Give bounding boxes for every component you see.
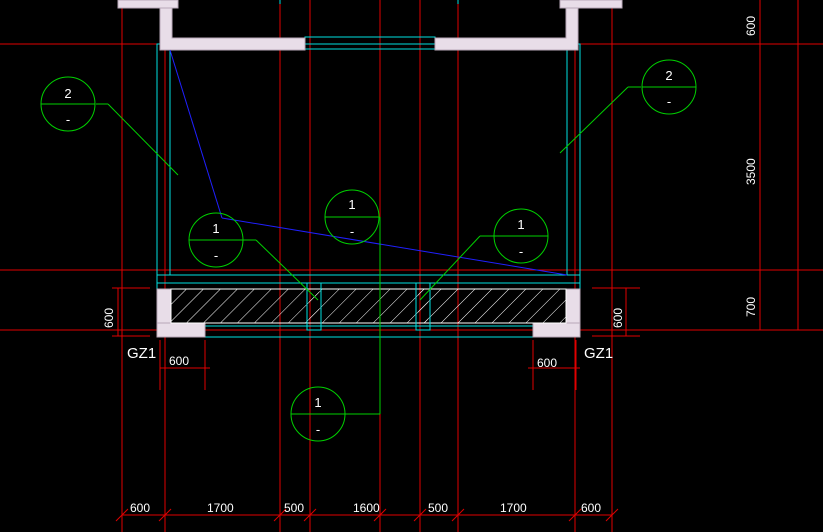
bubble-sub: - [66, 112, 70, 127]
bubble-number: 2 [665, 68, 672, 83]
right-sill-dim: 600 [611, 308, 625, 328]
bubble-number: 2 [64, 86, 71, 101]
leader-lines [96, 86, 641, 415]
bubble-number: 1 [348, 197, 355, 212]
diagonal-lines [169, 49, 568, 276]
bubble-number: 1 [212, 221, 219, 236]
bottom-dim: 500 [284, 501, 304, 515]
left-sill-dim: 600 [102, 308, 116, 328]
callout-bubble: 2 - [641, 59, 697, 115]
bubble-number: 1 [517, 217, 524, 232]
bottom-dim: 600 [581, 501, 601, 515]
bottom-dim: 500 [428, 501, 448, 515]
bubble-number: 1 [314, 395, 321, 410]
bottom-dim: 1600 [353, 501, 380, 515]
bottom-dimension-row: 600 1700 500 1600 500 1700 600 [130, 501, 601, 515]
callout-bubble: 1 - [493, 208, 549, 264]
right-dim-700: 700 [744, 297, 758, 317]
bubble-sub: - [519, 244, 523, 259]
bubble-sub: - [667, 94, 671, 109]
bubble-sub: - [316, 422, 320, 437]
bottom-dim: 1700 [207, 501, 234, 515]
walls [117, 0, 623, 338]
callout-bubble: 1 - [290, 386, 346, 442]
gz-left-width: 600 [169, 354, 189, 368]
bubble-sub: - [214, 248, 218, 263]
room-outline [156, 0, 581, 338]
callout-bubble: 2 - [40, 76, 96, 132]
bottom-dim: 600 [130, 501, 150, 515]
gz-right-label: GZ1 [584, 345, 613, 362]
gz-right-width: 600 [537, 356, 557, 370]
right-dim-600: 600 [744, 16, 758, 36]
gz-left-label: GZ1 [127, 345, 156, 362]
bubble-sub: - [350, 224, 354, 239]
bottom-dim: 1700 [500, 501, 527, 515]
callout-bubble: 1 - [324, 189, 380, 245]
callout-bubble: 1 - [188, 212, 244, 268]
right-dim-3500: 3500 [744, 158, 758, 185]
hatched-sill [170, 288, 567, 324]
